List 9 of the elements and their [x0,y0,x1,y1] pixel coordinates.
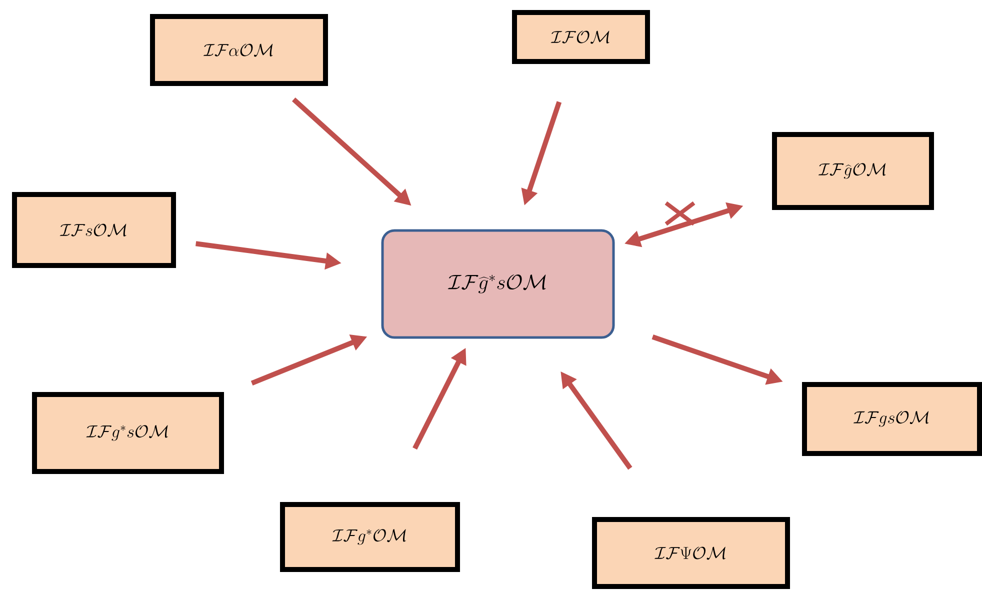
concept-box: $\mathcal{IF}g^{*}s\mathcal{OM}$ [32,392,224,474]
central-box: $\mathcal{IF}\widehat{g}^{*}s\mathcal{OM}$ [381,229,615,339]
concept-box: $\mathcal{IFOM}$ [512,10,650,64]
concept-box: $\mathcal{IF}\alpha\mathcal{OM}$ [150,14,328,86]
concept-box: $\mathcal{IF}g^{*}\mathcal{OM}$ [280,502,460,572]
concept-box: $\mathcal{IF}gs\mathcal{OM}$ [802,382,982,456]
concept-box: $\mathcal{IF}\Psi\mathcal{OM}$ [592,517,790,589]
concept-box: $\mathcal{IF}s\mathcal{OM}$ [12,192,176,268]
concept-box: $\mathcal{IF}\widehat{g}\mathcal{OM}$ [772,132,934,210]
